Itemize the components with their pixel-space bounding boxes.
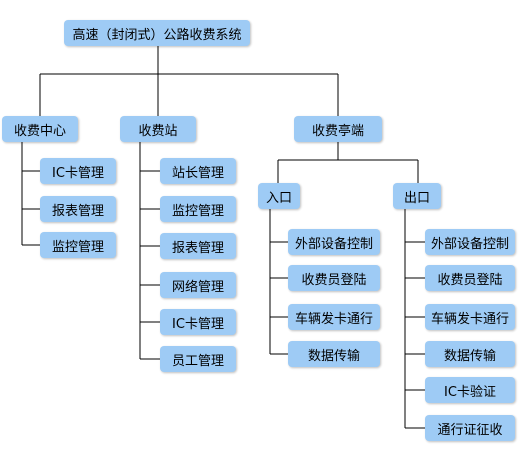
- node-entry-child: 数据传输: [288, 341, 380, 367]
- node-exit-child: 外部设备控制: [425, 229, 515, 255]
- node-station-child: 报表管理: [160, 233, 236, 259]
- node-exit: 出口: [393, 183, 441, 209]
- node-exit-child: IC卡验证: [425, 377, 515, 403]
- node-exit-child: 车辆发卡通行: [425, 304, 515, 330]
- node-entry: 入口: [258, 183, 300, 209]
- node-entry-child: 收费员登陆: [288, 265, 380, 291]
- node-center-child: IC卡管理: [40, 158, 116, 184]
- node-center-child: 监控管理: [40, 232, 116, 258]
- node-station-child: 网络管理: [160, 272, 236, 298]
- node-center-child: 报表管理: [40, 196, 116, 222]
- node-toll-center: 收费中心: [2, 116, 78, 142]
- node-station-child: 站长管理: [160, 158, 236, 184]
- node-entry-child: 外部设备控制: [288, 229, 380, 255]
- node-exit-child: 数据传输: [425, 341, 515, 367]
- node-toll-booth: 收费亭端: [294, 116, 382, 142]
- node-station-child: IC卡管理: [160, 309, 236, 335]
- node-exit-child: 收费员登陆: [425, 265, 515, 291]
- root-node: 高速（封闭式）公路收费系统: [64, 20, 250, 46]
- node-toll-station: 收费站: [120, 116, 196, 142]
- node-entry-child: 车辆发卡通行: [288, 304, 380, 330]
- node-exit-child: 通行证征收: [425, 415, 515, 441]
- node-station-child: 员工管理: [160, 346, 236, 372]
- node-station-child: 监控管理: [160, 196, 236, 222]
